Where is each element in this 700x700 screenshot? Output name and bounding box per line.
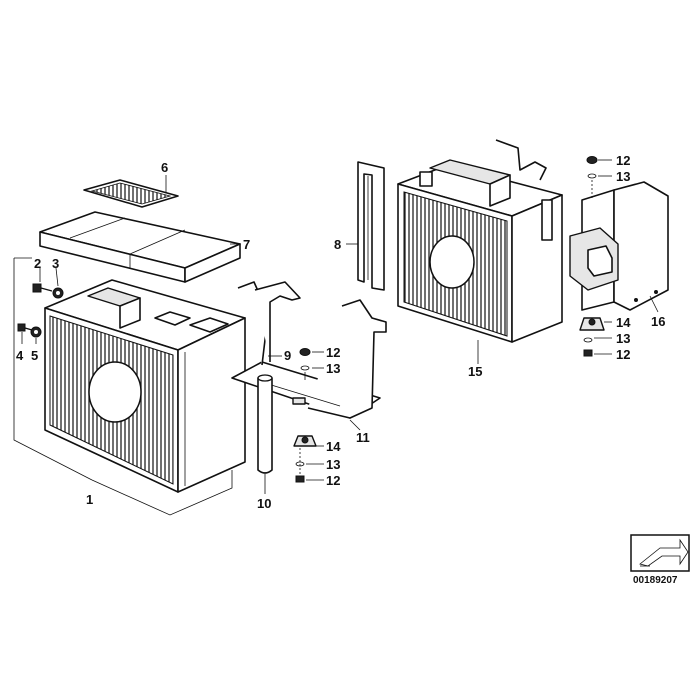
- diagram-code: 00189207: [633, 575, 678, 586]
- vent-grid: [83, 179, 179, 208]
- callout-12-right-bottom: 12: [616, 347, 630, 362]
- callout-11: 11: [356, 430, 370, 445]
- bolts-left: [17, 283, 64, 338]
- callout-labels: 1 2 3 4 5 6 7 8 9 10 11 12 12 12 12 13 1…: [16, 153, 665, 511]
- battery-left: [44, 279, 246, 493]
- callout-12-middle-bottom: 12: [326, 473, 340, 488]
- callout-3: 3: [52, 256, 59, 271]
- rubber-mounts-middle: [293, 348, 317, 483]
- callout-1: 1: [86, 492, 93, 507]
- retaining-strap: [357, 161, 385, 291]
- callout-13-right-bottom: 13: [616, 331, 630, 346]
- callout-10: 10: [257, 496, 271, 511]
- callout-13-right-top: 13: [616, 169, 630, 184]
- callout-12-middle-top: 12: [326, 345, 340, 360]
- battery-right: [397, 139, 563, 343]
- callout-4: 4: [16, 348, 24, 363]
- callout-12-right-top: 12: [616, 153, 630, 168]
- callout-6: 6: [161, 160, 168, 175]
- mounting-bracket-right: [569, 181, 669, 311]
- callout-2: 2: [34, 256, 41, 271]
- callout-5: 5: [31, 348, 38, 363]
- callout-14-right: 14: [616, 315, 631, 330]
- callout-16: 16: [651, 314, 665, 329]
- callout-8: 8: [334, 237, 341, 252]
- callout-9: 9: [284, 348, 291, 363]
- rubber-mounts-right: [579, 156, 605, 357]
- leader-lines: [13, 159, 659, 516]
- callout-7: 7: [243, 237, 250, 252]
- vent-hose: [257, 374, 273, 474]
- callout-13-middle-bottom: 13: [326, 457, 340, 472]
- diagram-code-box: 00189207: [630, 534, 690, 586]
- callout-15: 15: [468, 364, 482, 379]
- battery-cover: [39, 211, 241, 283]
- callout-14-middle: 14: [326, 439, 341, 454]
- callout-13-middle-top: 13: [326, 361, 340, 376]
